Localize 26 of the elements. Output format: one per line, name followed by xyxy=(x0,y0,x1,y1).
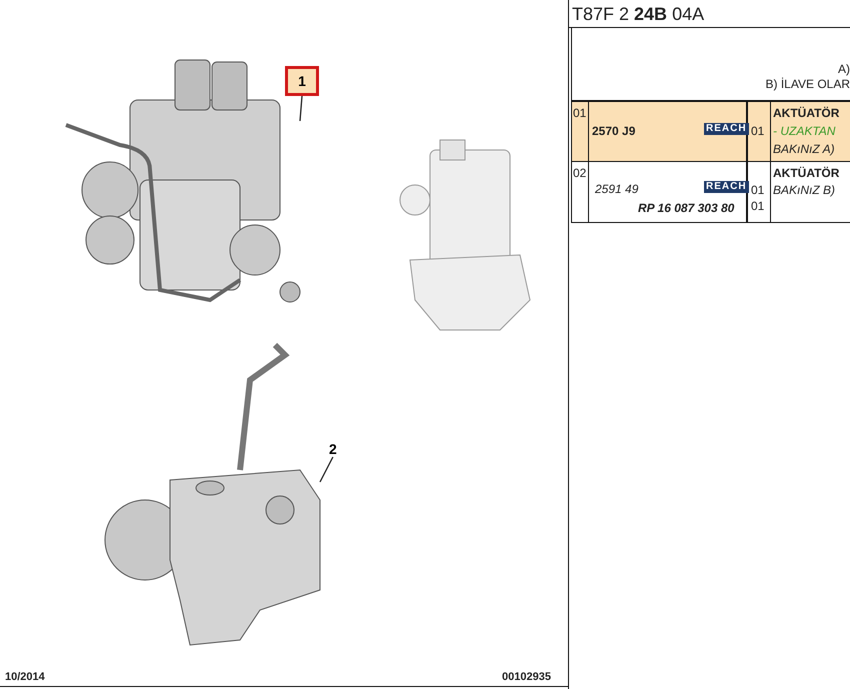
leader-line xyxy=(299,96,303,122)
item-number: 01 xyxy=(573,106,586,120)
reservoir-drawing xyxy=(104,342,320,646)
reach-badge: REACH xyxy=(704,181,749,193)
item-number: 02 xyxy=(573,166,586,180)
part-number: 2591 49 xyxy=(595,182,638,196)
date-text: 10/2014 xyxy=(5,670,45,684)
actuator-drawing xyxy=(65,60,300,302)
leader-line xyxy=(319,456,334,482)
part-remark: BAKıNıZ A) xyxy=(773,142,835,156)
reach-badge: REACH xyxy=(704,123,749,135)
quantity: 01 xyxy=(751,124,764,138)
drawing-number: 00102935 xyxy=(502,670,551,684)
note-text: B) İLAVE OLAR xyxy=(766,77,850,91)
part-number: 2570 J9 xyxy=(592,124,636,138)
part-description: AKTÜATÖR xyxy=(773,166,840,180)
part-remark: - UZAKTAN xyxy=(773,124,836,138)
part-group-code: T87F 2 24B 04A xyxy=(572,4,704,24)
quantity: 01 xyxy=(751,199,764,213)
part-description: AKTÜATÖR xyxy=(773,106,840,120)
quantity: 01 xyxy=(751,183,764,197)
note-text: A) xyxy=(838,62,850,76)
callout-number: 1 xyxy=(285,66,319,96)
callout-number: 2 xyxy=(329,441,337,457)
part-remark: BAKıNıZ B) xyxy=(773,183,836,197)
reference-number: RP 16 087 303 80 xyxy=(638,201,734,215)
